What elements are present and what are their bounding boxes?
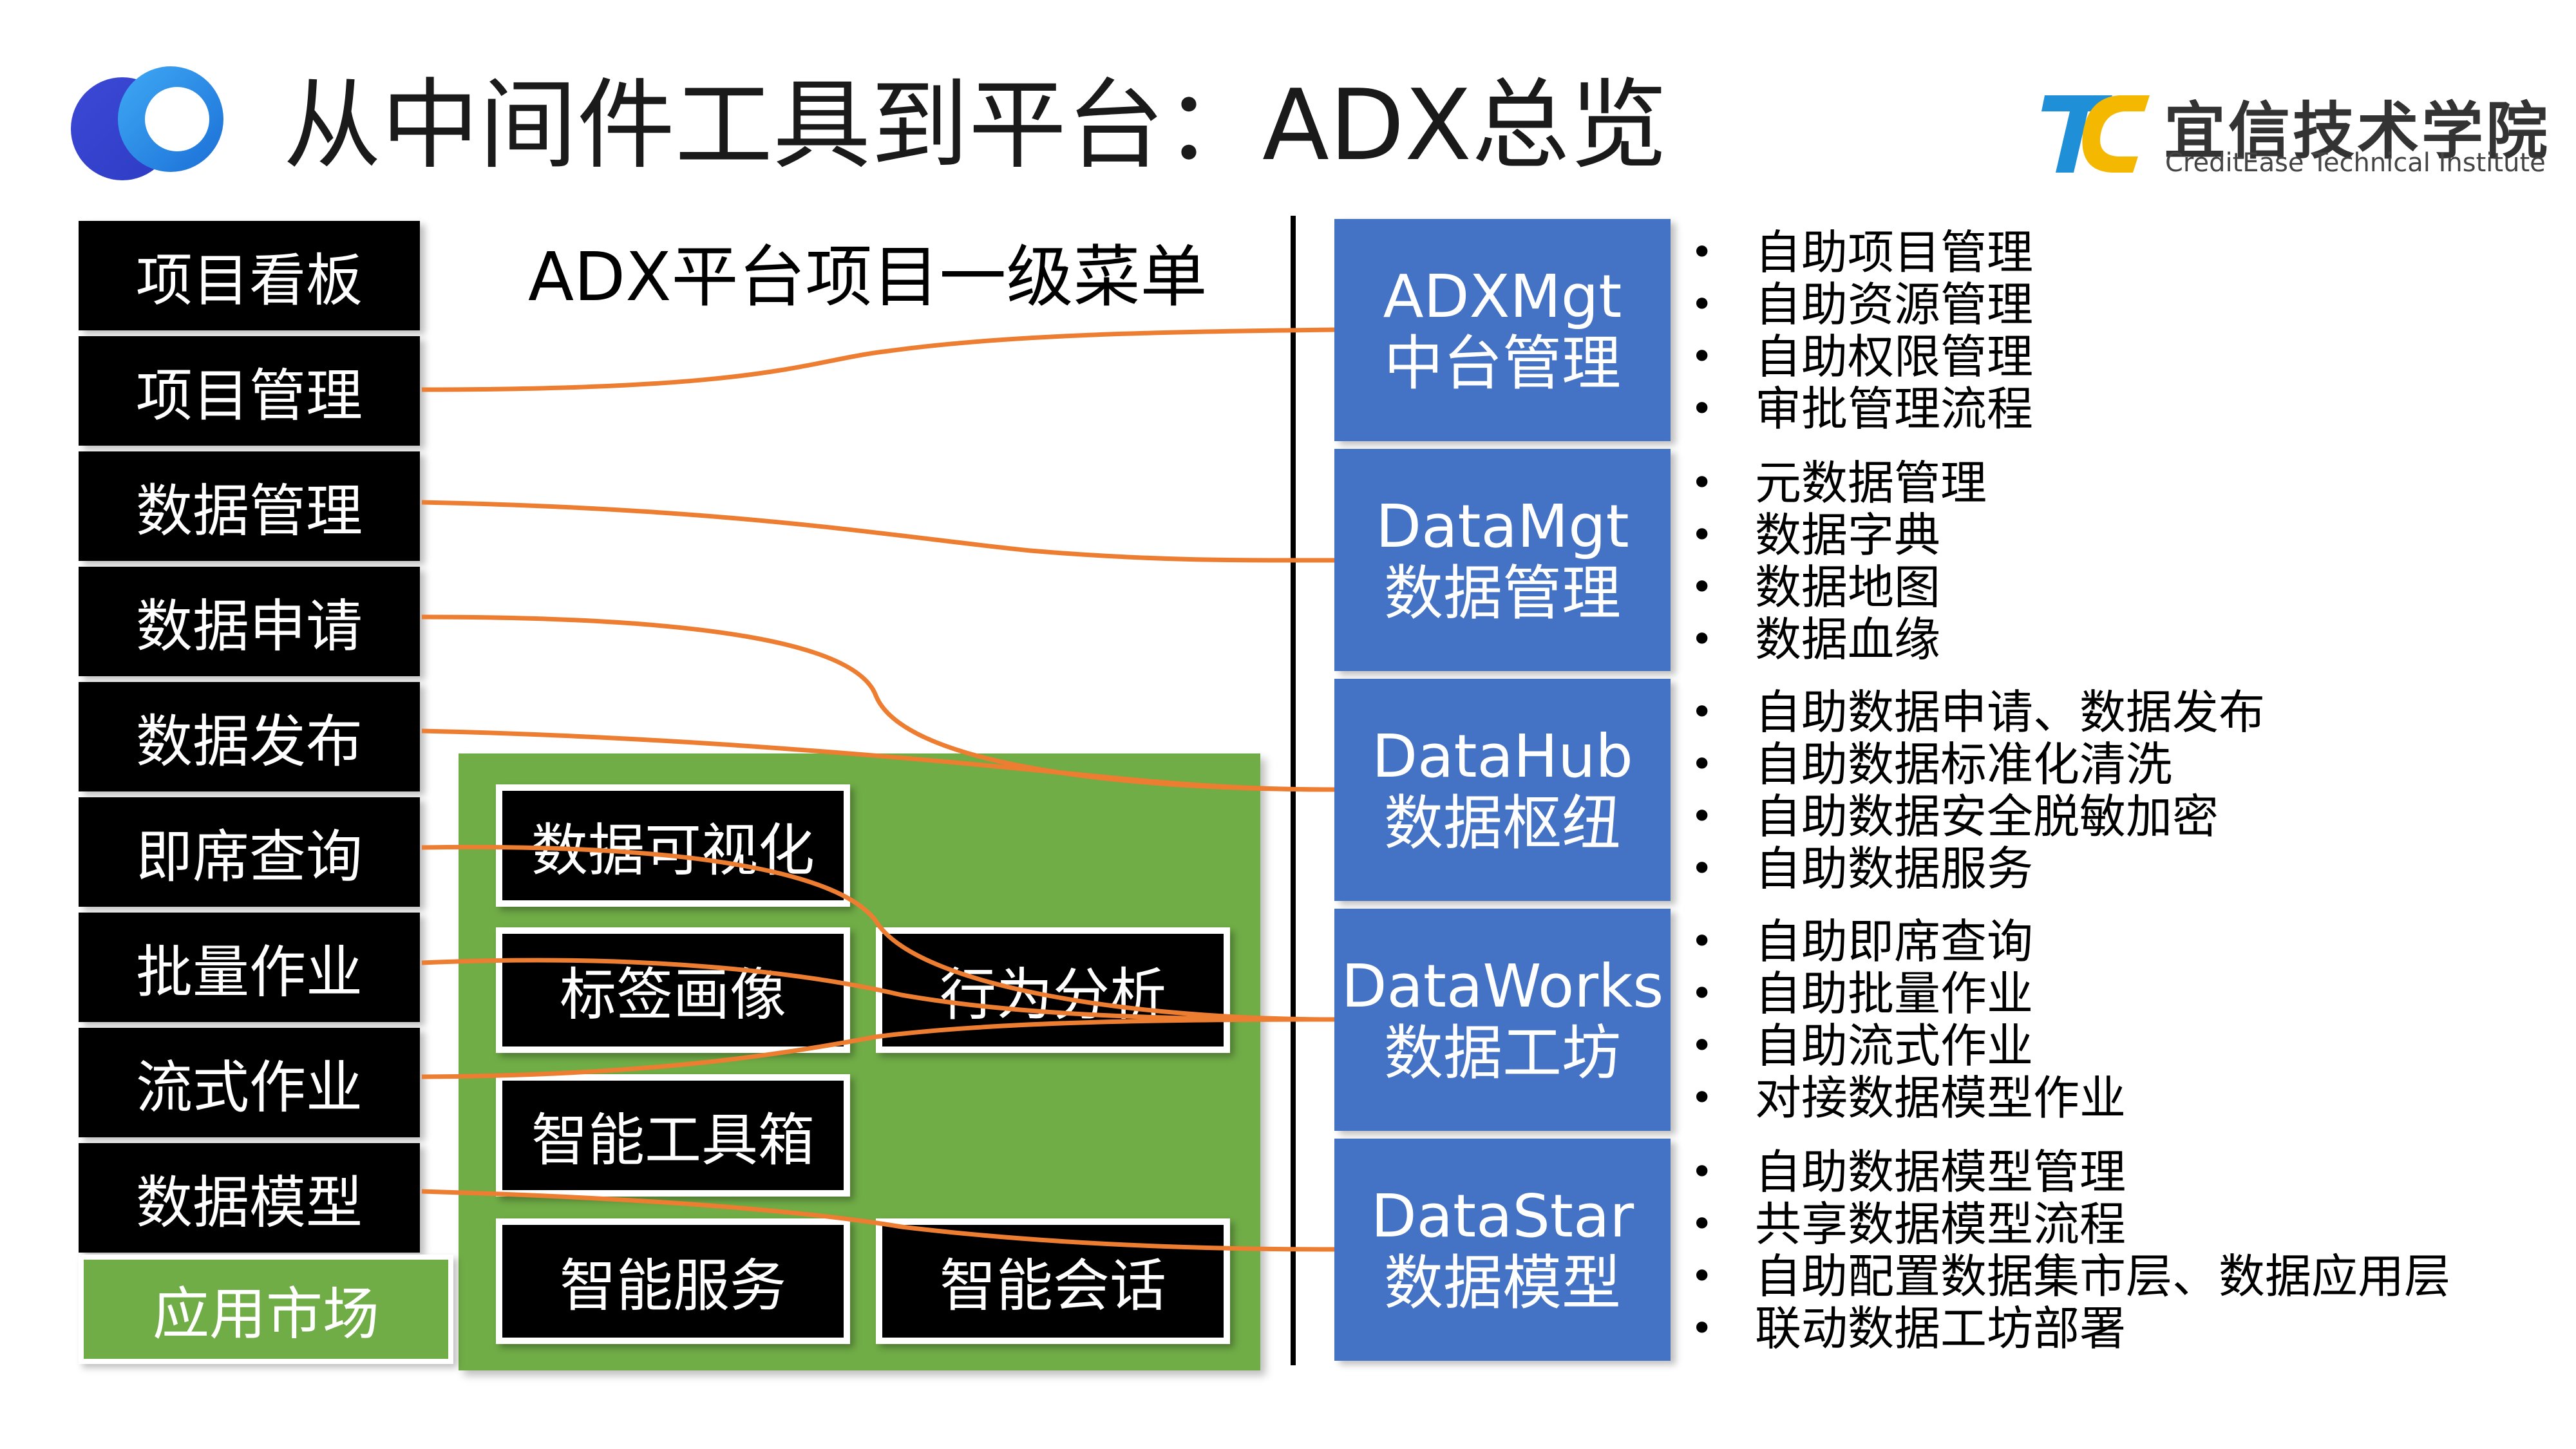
module-cn-name: 数据模型: [1383, 1248, 1621, 1318]
feature-item: 联动数据工坊部署: [1690, 1303, 2566, 1356]
feature-list-dataworks: 自助即席查询 自助批量作业 自助流式作业 对接数据模型作业: [1690, 916, 2566, 1125]
connector-data-management: [421, 500, 1335, 563]
menu-item-data-publish[interactable]: 数据发布: [79, 682, 420, 791]
feature-item: 自助数据申请、数据发布: [1690, 687, 2566, 739]
brand-name-cn: 宜信技术学院: [2164, 95, 2550, 167]
feature-item: 自助权限管理: [1690, 331, 2566, 384]
app-tag-profile[interactable]: 标签画像: [496, 927, 850, 1053]
module-cn-name: 数据枢纽: [1383, 788, 1621, 858]
menu-item-project-board[interactable]: 项目看板: [79, 221, 420, 330]
feature-item: 自助资源管理: [1690, 279, 2566, 332]
feature-item: 审批管理流程: [1690, 383, 2566, 436]
module-cn-name: 中台管理: [1383, 328, 1621, 398]
creditease-logo-icon: [2041, 95, 2150, 173]
feature-item: 自助项目管理: [1690, 227, 2566, 279]
feature-item: 自助即席查询: [1690, 916, 2566, 969]
feature-item: 自助数据服务: [1690, 843, 2566, 896]
feature-item: 自助数据标准化清洗: [1690, 739, 2566, 791]
app-smart-service[interactable]: 智能服务: [496, 1218, 850, 1344]
module-en-name: ADXMgt: [1383, 261, 1622, 331]
module-datamgt[interactable]: DataMgt 数据管理: [1334, 449, 1671, 671]
feature-item: 数据字典: [1690, 509, 2566, 562]
feature-item: 自助流式作业: [1690, 1020, 2566, 1073]
feature-item: 元数据管理: [1690, 457, 2566, 510]
module-adxmgt[interactable]: ADXMgt 中台管理: [1334, 219, 1671, 441]
vertical-divider: [1291, 216, 1296, 1365]
module-datahub[interactable]: DataHub 数据枢纽: [1334, 679, 1671, 901]
feature-item: 数据血缘: [1690, 614, 2566, 667]
feature-list-datamgt: 元数据管理 数据字典 数据地图 数据血缘: [1690, 457, 2566, 667]
menu-item-data-request[interactable]: 数据申请: [79, 567, 420, 676]
feature-list-datahub: 自助数据申请、数据发布 自助数据标准化清洗 自助数据安全脱敏加密 自助数据服务: [1690, 687, 2566, 896]
feature-item: 自助配置数据集市层、数据应用层: [1690, 1251, 2566, 1303]
feature-item: 自助批量作业: [1690, 968, 2566, 1021]
module-datastar[interactable]: DataStar 数据模型: [1334, 1139, 1671, 1361]
feature-item: 对接数据模型作业: [1690, 1072, 2566, 1125]
feature-item: 自助数据模型管理: [1690, 1146, 2566, 1199]
connector-project-management: [421, 327, 1335, 392]
module-en-name: DataStar: [1370, 1181, 1634, 1251]
menu-item-data-management[interactable]: 数据管理: [79, 451, 420, 561]
module-dataworks[interactable]: DataWorks 数据工坊: [1334, 909, 1671, 1131]
logo-circles-icon: [71, 66, 223, 180]
menu-item-stream-job[interactable]: 流式作业: [79, 1028, 420, 1137]
feature-list-adxmgt: 自助项目管理 自助资源管理 自助权限管理 审批管理流程: [1690, 227, 2566, 436]
module-cn-name: 数据管理: [1383, 558, 1621, 628]
brand-name-en: CreditEase Technical Institute: [2165, 148, 2546, 178]
app-data-visualization[interactable]: 数据可视化: [496, 784, 850, 907]
menu-item-data-model[interactable]: 数据模型: [79, 1143, 420, 1253]
brand-logo: 宜信技术学院 CreditEase Technical Institute: [2041, 76, 2548, 192]
app-smart-toolbox[interactable]: 智能工具箱: [496, 1074, 850, 1197]
menu-item-batch-job[interactable]: 批量作业: [79, 913, 420, 1022]
submenu-title: ADX平台项目一级菜单: [528, 238, 1208, 316]
module-en-name: DataHub: [1372, 721, 1633, 791]
feature-item: 共享数据模型流程: [1690, 1198, 2566, 1251]
app-smart-conversation[interactable]: 智能会话: [876, 1218, 1230, 1344]
module-cn-name: 数据工坊: [1383, 1018, 1621, 1088]
feature-list-datastar: 自助数据模型管理 共享数据模型流程 自助配置数据集市层、数据应用层 联动数据工坊…: [1690, 1146, 2566, 1356]
feature-item: 数据地图: [1690, 562, 2566, 614]
module-en-name: DataMgt: [1376, 491, 1629, 561]
feature-item: 自助数据安全脱敏加密: [1690, 791, 2566, 844]
menu-item-adhoc-query[interactable]: 即席查询: [79, 797, 420, 907]
menu-item-app-market[interactable]: 应用市场: [79, 1255, 453, 1364]
page-title: 从中间件工具到平台：ADX总览: [283, 68, 1668, 182]
app-behavior-analysis[interactable]: 行为分析: [876, 927, 1230, 1053]
menu-item-project-management[interactable]: 项目管理: [79, 336, 420, 446]
module-en-name: DataWorks: [1341, 951, 1664, 1021]
